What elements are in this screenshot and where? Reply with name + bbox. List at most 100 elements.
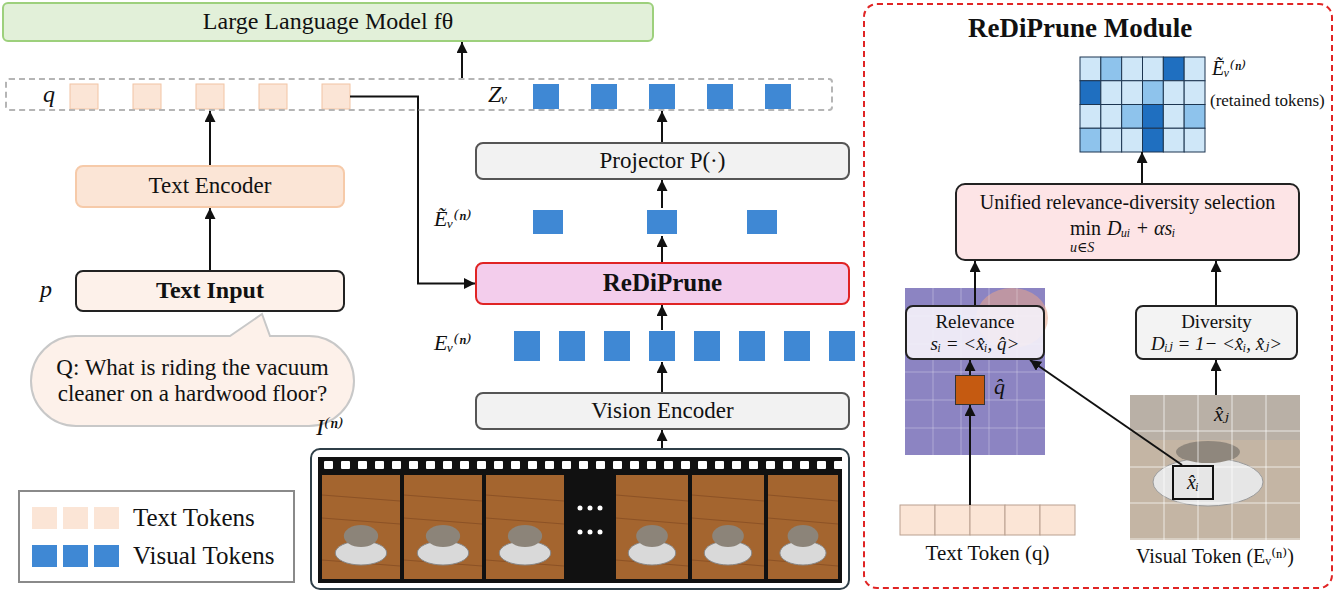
ellipsis-dot — [578, 506, 583, 511]
animal-figure — [508, 525, 542, 547]
grid-cell — [1080, 128, 1101, 152]
flow-arrow — [1030, 360, 1182, 465]
flow-arrow — [209, 208, 211, 270]
text-token — [935, 505, 970, 535]
ellipsis-dot — [588, 530, 593, 535]
video-frame — [404, 475, 482, 579]
retained-grid-text: (retained tokens) — [1210, 91, 1325, 111]
legend-swatch — [32, 507, 119, 529]
token-row: Ẽᵥ⁽ⁿ⁾ — [428, 208, 860, 236]
sprocket-hole — [562, 461, 571, 469]
token-row-text: Eᵥ⁽ⁿ⁾ — [434, 330, 471, 355]
floor-plank — [692, 495, 764, 501]
text-token — [1040, 505, 1075, 535]
selection-box-text: u∈S — [1070, 240, 1094, 256]
visual-token — [649, 331, 675, 361]
sprocket-hole — [664, 461, 673, 469]
legend-text: Text Tokens — [133, 504, 255, 532]
speech-bubble: Q: What is riding the vacuum cleaner on … — [30, 335, 355, 427]
visual-token — [707, 84, 733, 109]
module-panel-text: ReDiPrune Module — [968, 13, 1192, 44]
token-sequence-text: Zᵥ — [488, 81, 508, 109]
flow-arrow — [661, 236, 663, 262]
sprocket-hole — [494, 461, 503, 469]
token-cell-text: x̂ᵢ — [1187, 471, 1199, 494]
grid-cell — [1080, 81, 1101, 105]
animal-figure — [1176, 441, 1240, 463]
grid-cell — [1143, 57, 1164, 81]
sprocket-hole — [630, 461, 639, 469]
animal-figure — [636, 525, 668, 547]
sprocket-hole — [800, 461, 809, 469]
encoder-box: Vision Encoder — [475, 392, 850, 430]
text-token-row-text: Text Token (q) — [890, 541, 1085, 565]
sprocket-hole — [409, 461, 418, 469]
token-row: Eᵥ⁽ⁿ⁾ — [428, 330, 860, 362]
video-frame — [486, 475, 564, 579]
visual-token — [649, 84, 675, 109]
visual-token-map-text: Visual Token (Eᵥ⁽ⁿ⁾) — [1105, 545, 1325, 568]
grid-cell — [1143, 105, 1164, 129]
sprocket-hole — [358, 461, 367, 469]
grid-cell — [1184, 81, 1205, 105]
selection-box-text: Dᵤᵢ + αsᵢ — [1107, 217, 1175, 240]
visual-token-map: Visual Token (Eᵥ⁽ⁿ⁾)x̂ⱼx̂ᵢ — [1130, 395, 1300, 540]
sprocket-hole — [443, 461, 452, 469]
input-box: Text Input — [75, 270, 345, 312]
grid-cell — [1163, 57, 1184, 81]
selection-box-text: Unified relevance-diversity selection — [957, 191, 1298, 214]
encoder-box: Text Encoder — [75, 165, 345, 208]
grid-cell — [1163, 105, 1184, 129]
encoder-box-text: Vision Encoder — [591, 398, 733, 424]
selection-box-text: min — [1070, 217, 1101, 240]
sprocket-hole — [511, 461, 520, 469]
text-token-row: Text Token (q) — [900, 505, 1075, 535]
grid-cell — [1163, 81, 1184, 105]
visual-token — [514, 331, 540, 361]
sprocket-hole — [749, 461, 758, 469]
flow-arrow — [1141, 152, 1143, 183]
token-sequence: q Zᵥ — [5, 78, 833, 111]
floor-plank — [404, 518, 482, 524]
visual-token — [694, 331, 720, 361]
query-embedding: q̂ — [955, 375, 985, 405]
sprocket-hole — [783, 461, 792, 469]
video-frames-text: I⁽ⁿ⁾ — [316, 414, 343, 442]
flow-arrow — [1215, 261, 1217, 305]
flow-arrow — [1215, 360, 1217, 395]
grid-cell — [1122, 57, 1143, 81]
token-row-text: Ẽᵥ⁽ⁿ⁾ — [434, 206, 471, 231]
projector-box: Projector P(·) — [475, 142, 850, 180]
visual-token-map-text: x̂ⱼ — [1214, 402, 1229, 426]
legend-entry: Text Tokens — [32, 504, 293, 532]
visual-token — [765, 84, 791, 109]
video-frame — [768, 475, 838, 579]
llm-box-text: Large Language Model fθ — [203, 8, 453, 36]
sprocket-hole — [426, 461, 435, 469]
floor-plank — [322, 518, 400, 524]
diversity-box: DiversityDᵢⱼ = 1− <x̂ᵢ, x̂ⱼ> — [1135, 305, 1298, 360]
video-frame — [322, 475, 400, 579]
ellipsis-dot — [598, 530, 603, 535]
visual-token — [604, 331, 630, 361]
sprocket-hole — [613, 461, 622, 469]
animal-figure — [712, 525, 744, 547]
legend-entry: Visual Tokens — [32, 542, 293, 570]
token-sequence-text: q — [43, 81, 55, 109]
visual-token — [784, 331, 810, 361]
video-frames: I⁽ⁿ⁾ — [310, 448, 850, 590]
token-cell: x̂ᵢ — [1172, 465, 1214, 500]
video-frame — [692, 475, 764, 579]
sprocket-hole — [834, 461, 843, 469]
flow-arrow — [969, 360, 971, 375]
module-panel: ReDiPrune ModuleẼᵥ⁽ⁿ⁾(retained tokens)Un… — [863, 3, 1333, 589]
floor-area — [1130, 440, 1300, 540]
relevance-box-text: Relevance — [935, 311, 1014, 333]
grid-cell — [1122, 128, 1143, 152]
ellipsis-dot — [588, 506, 593, 511]
bubble-shape — [31, 314, 354, 426]
variable-label: p — [40, 276, 52, 304]
grid-cell — [1122, 81, 1143, 105]
floor-plank — [322, 495, 400, 501]
